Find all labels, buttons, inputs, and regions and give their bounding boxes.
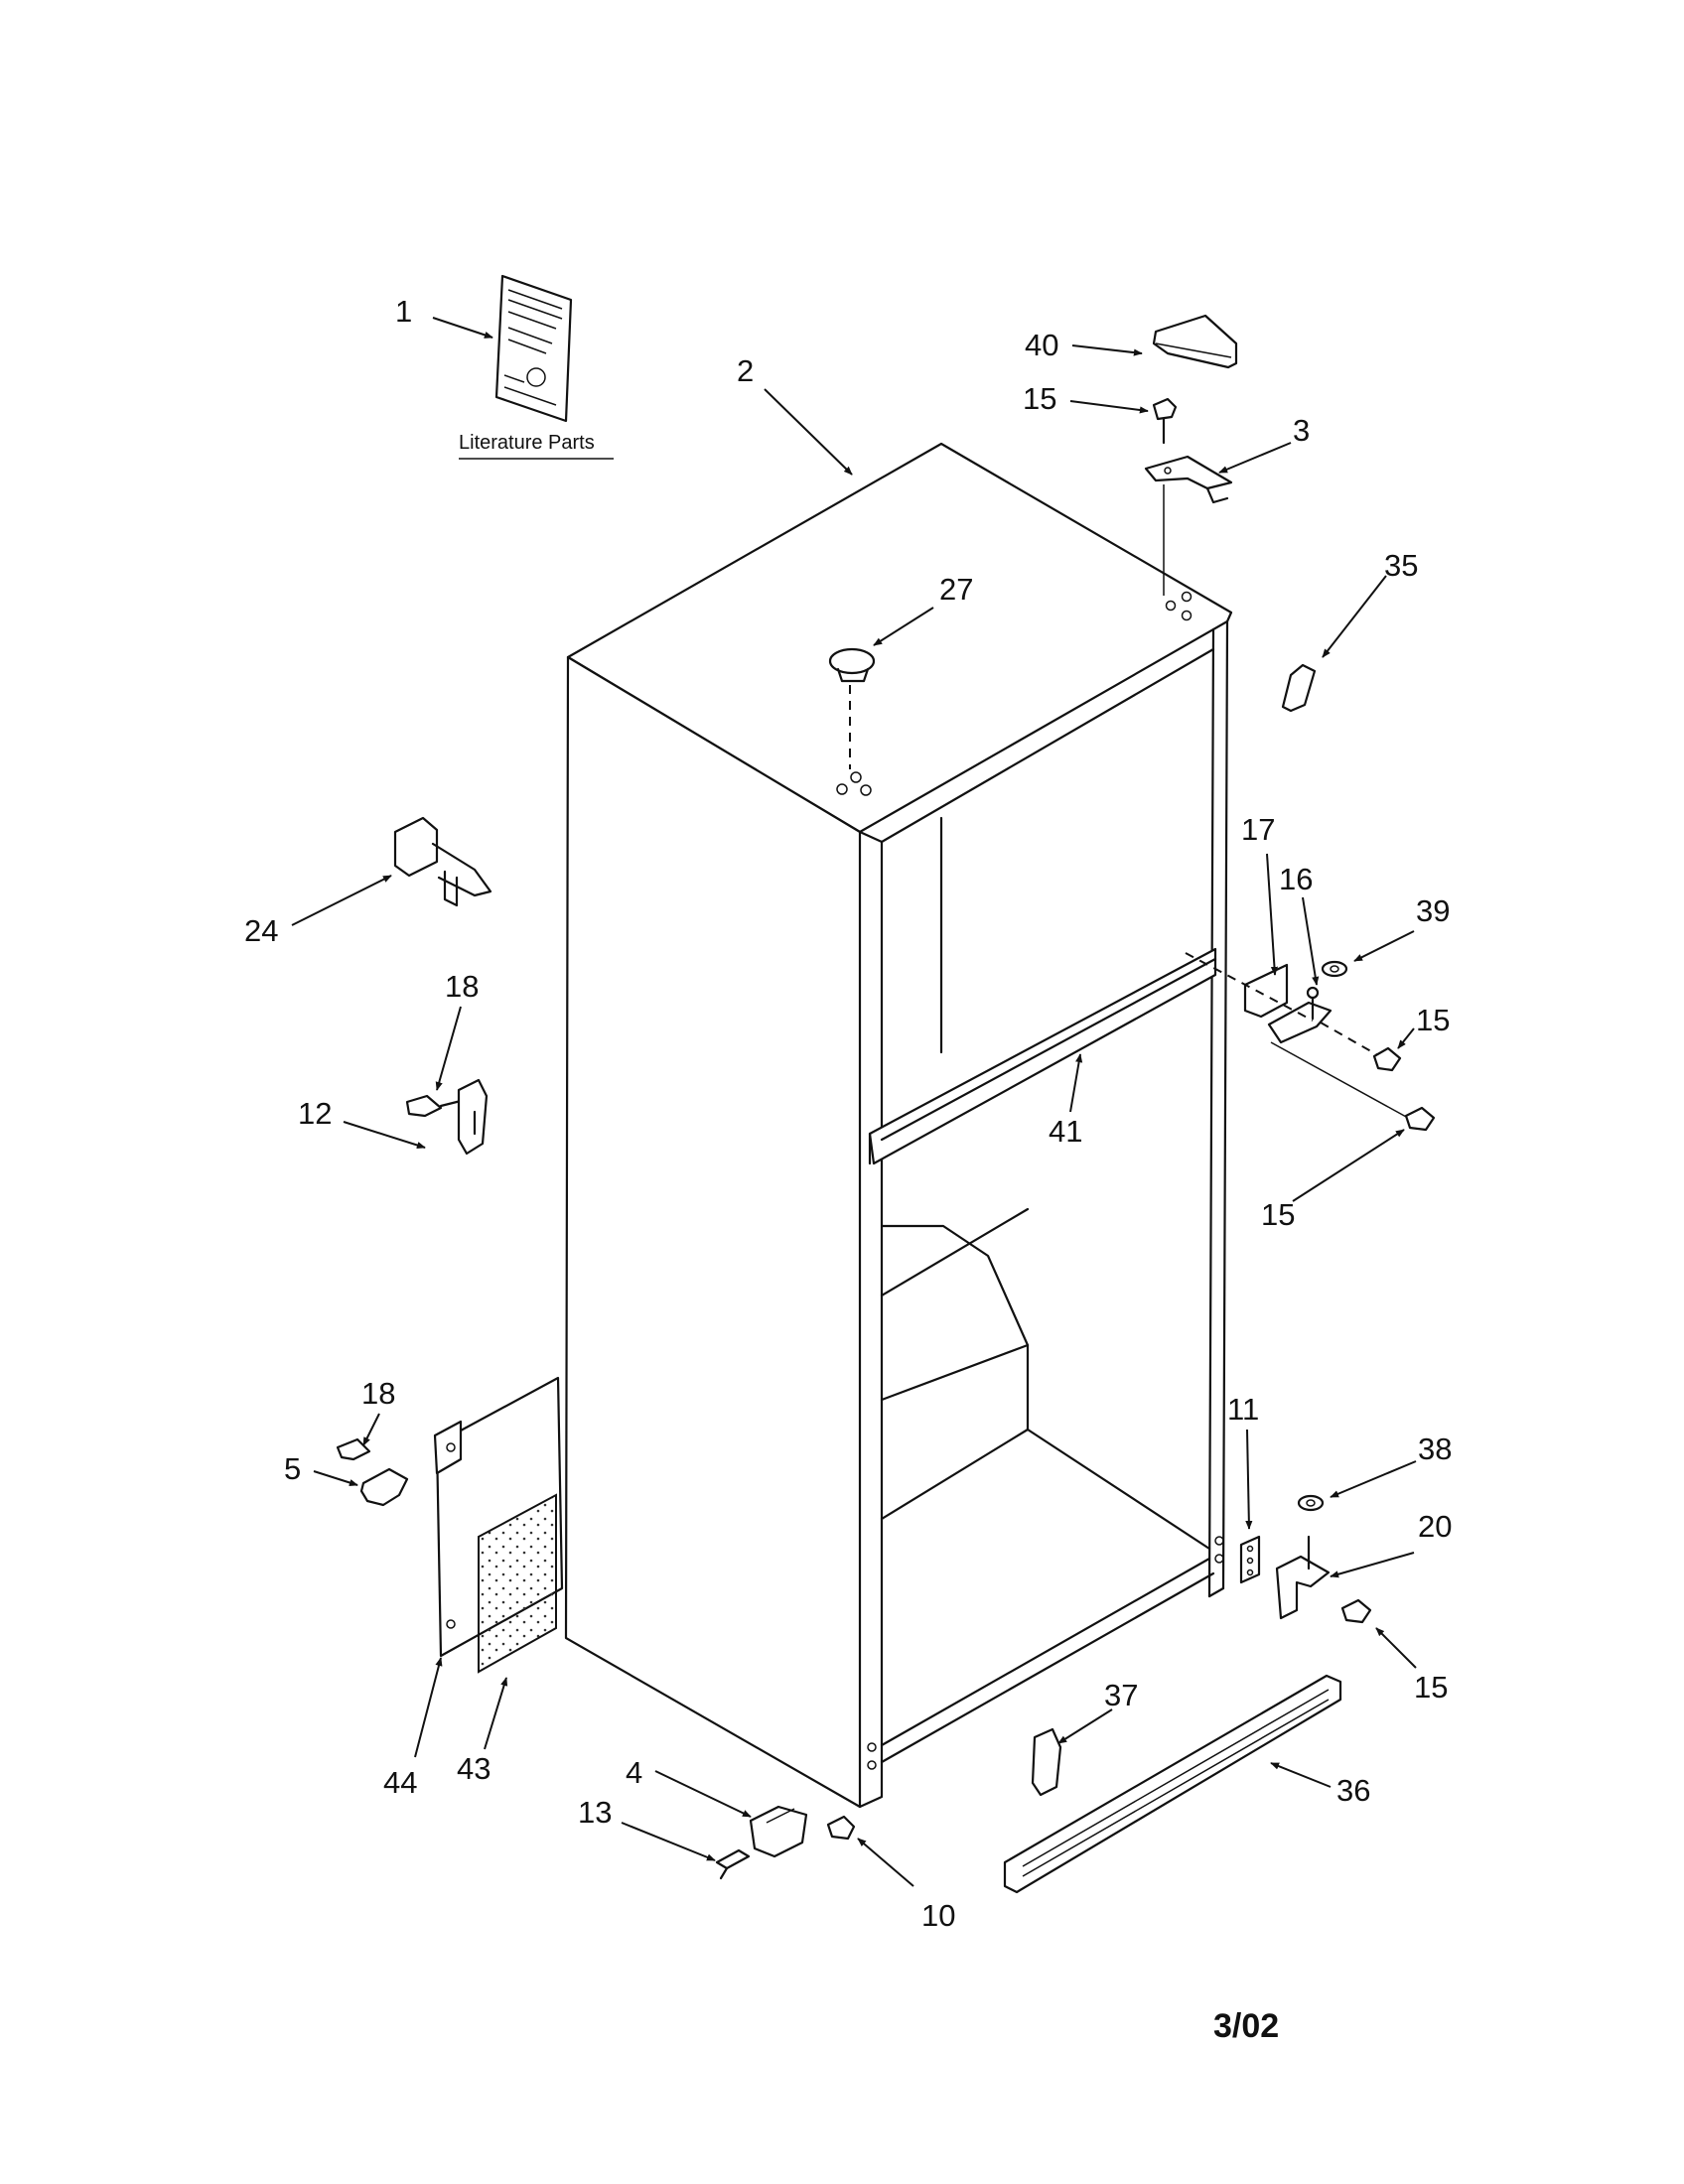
- callout-35: 35: [1384, 548, 1418, 583]
- callout-36: 36: [1336, 1773, 1370, 1808]
- callout-38: 38: [1418, 1432, 1452, 1466]
- callout-5: 5: [284, 1451, 301, 1486]
- callout-4: 4: [626, 1755, 642, 1790]
- callout-20: 20: [1418, 1509, 1452, 1544]
- callout-15: 15: [1261, 1197, 1295, 1232]
- top-hinge: [1144, 455, 1233, 504]
- callout-18: 18: [361, 1376, 395, 1411]
- callout-41: 41: [1049, 1114, 1082, 1149]
- base-grille: [1003, 1674, 1342, 1894]
- bottom-hinge: [1275, 1535, 1331, 1620]
- date-code: 3/02: [1213, 2007, 1279, 2045]
- callout-3: 3: [1293, 413, 1310, 448]
- leader-lines: [291, 317, 1417, 1887]
- callout-16: 16: [1279, 862, 1313, 896]
- center-hinge-bracket: [1243, 963, 1333, 1044]
- callout-18: 18: [445, 969, 479, 1004]
- literature-parts-label: Literature Parts: [459, 432, 595, 454]
- literature-booklet: [494, 274, 573, 423]
- callout-27: 27: [939, 572, 973, 607]
- callout-44: 44: [383, 1765, 417, 1800]
- callout-40: 40: [1025, 328, 1058, 362]
- screw-10: [826, 1815, 856, 1841]
- callout-15: 15: [1414, 1670, 1448, 1705]
- callout-1: 1: [395, 294, 412, 329]
- screw-16: [1372, 1046, 1402, 1072]
- callout-13: 13: [578, 1795, 612, 1830]
- hinge-shim: [1239, 1535, 1261, 1584]
- screw-15-center: [1404, 1106, 1436, 1132]
- divider-bar: [868, 947, 1217, 1165]
- insulation-pad: [478, 1493, 557, 1674]
- callout-17: 17: [1241, 812, 1275, 847]
- callout-43: 43: [457, 1751, 491, 1786]
- pin-13: [715, 1848, 751, 1880]
- callout-labels: 1 2 40 15 3 35 27 24 17 16 39 15 18 12 4…: [244, 294, 1452, 1933]
- top-cap-part: [1152, 314, 1238, 369]
- screw-top: [1152, 397, 1178, 445]
- leveling-leg: [393, 816, 492, 907]
- wire-clamp: [336, 1437, 409, 1507]
- plug-button: [828, 647, 876, 683]
- callout-24: 24: [244, 913, 278, 948]
- center-hinge-line: [1270, 1041, 1409, 1119]
- grille-clip: [1031, 1727, 1062, 1797]
- washer-38: [1297, 1494, 1325, 1512]
- screw-15-bottom: [1340, 1598, 1372, 1624]
- callout-11: 11: [1227, 1392, 1259, 1427]
- hinge-cover: [1281, 663, 1317, 713]
- center-hinge-dash: [1185, 952, 1314, 1022]
- callout-37: 37: [1104, 1678, 1138, 1712]
- callout-39: 39: [1416, 893, 1450, 928]
- center-hinge-dash-2: [1320, 1022, 1377, 1055]
- callout-10: 10: [921, 1898, 955, 1933]
- callout-2: 2: [737, 353, 754, 388]
- door-stop-bracket: [405, 1078, 489, 1156]
- callout-15: 15: [1023, 381, 1056, 416]
- callout-12: 12: [298, 1096, 332, 1131]
- washer-39: [1321, 960, 1348, 978]
- roller-assembly: [749, 1805, 808, 1858]
- cabinet: [564, 442, 1233, 1809]
- callout-15: 15: [1416, 1003, 1450, 1037]
